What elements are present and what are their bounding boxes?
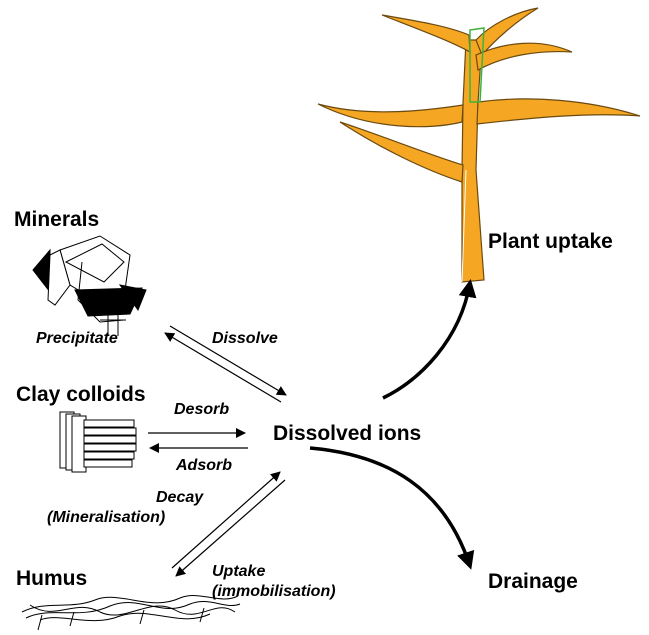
uptake-label: Uptake [212,563,265,581]
decay-arrow [172,472,280,568]
clay-colloids-label: Clay colloids [16,383,146,407]
dissolved-ions-label: Dissolved ions [273,422,421,446]
adsorb-label: Adsorb [176,457,232,475]
minerals-label: Minerals [14,208,99,232]
drainage-label: Drainage [488,570,578,594]
precipitate-label: Precipitate [36,330,118,348]
plant-uptake-label: Plant uptake [488,230,613,254]
humus-fibres-icon [22,596,240,630]
immobilisation-label: (immobilisation) [212,583,336,601]
clay-platelets-icon [60,412,136,472]
desorb-label: Desorb [174,401,229,419]
mineralisation-label: (Mineralisation) [47,509,165,527]
dissolve-label: Dissolve [212,330,278,348]
drainage-arrow [310,448,470,566]
mineral-crystals-icon [33,236,146,336]
humus-label: Humus [16,567,87,591]
decay-label: Decay [156,489,203,507]
plant-uptake-arrow [383,283,470,398]
